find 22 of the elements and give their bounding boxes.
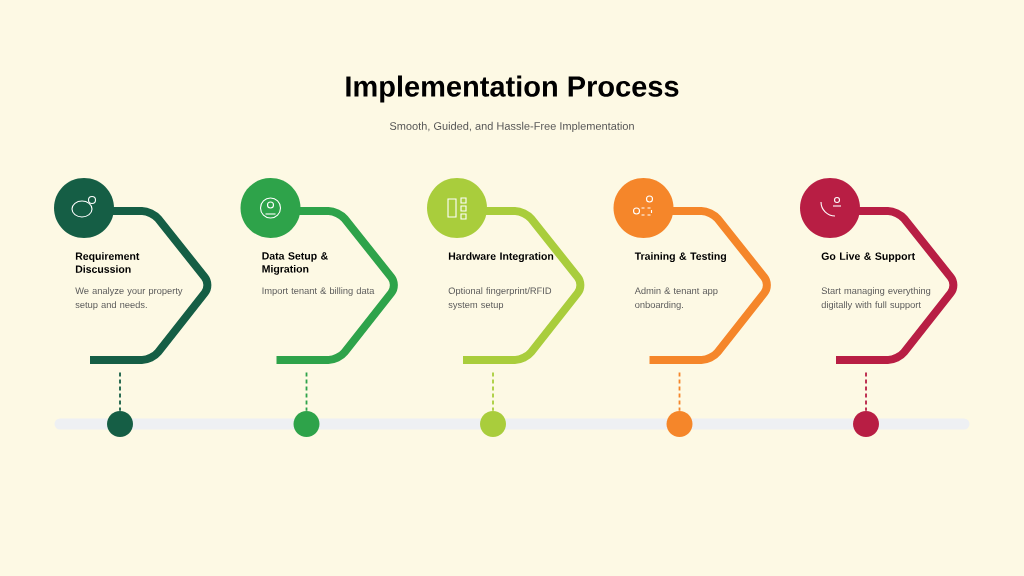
step-description: We analyze your property setup and needs. (75, 287, 183, 310)
step-heading: Requirement Discussion (75, 252, 140, 273)
title: Implementation Process (346, 75, 679, 103)
step-heading: Hardware Integration (448, 252, 554, 263)
step-description: Admin & tenant app onboarding. (634, 287, 718, 310)
dashed-connector (492, 371, 494, 412)
timeline-dot (480, 411, 506, 437)
timeline-dot (107, 411, 133, 437)
timeline-dot (666, 411, 693, 437)
dashed-connector (305, 371, 308, 412)
step-description: Optional fingerprint/RFID system setup (448, 287, 552, 310)
timeline-dot (293, 411, 320, 437)
dashed-connector (678, 371, 681, 412)
step-description: Start managing everything digitally with full support (821, 287, 931, 310)
timeline-dot (853, 411, 879, 437)
step-description: Import tenant & billing data (262, 287, 375, 296)
dashed-connector (119, 371, 121, 412)
step-heading: Go Live & Support (821, 252, 915, 262)
step-heading: Data Setup & Migration (262, 252, 328, 275)
step-heading: Training & Testing (634, 252, 726, 263)
dashed-connector (865, 371, 867, 412)
subtitle: Smooth, Guided, and Hassle-Free Implementation (389, 121, 634, 133)
